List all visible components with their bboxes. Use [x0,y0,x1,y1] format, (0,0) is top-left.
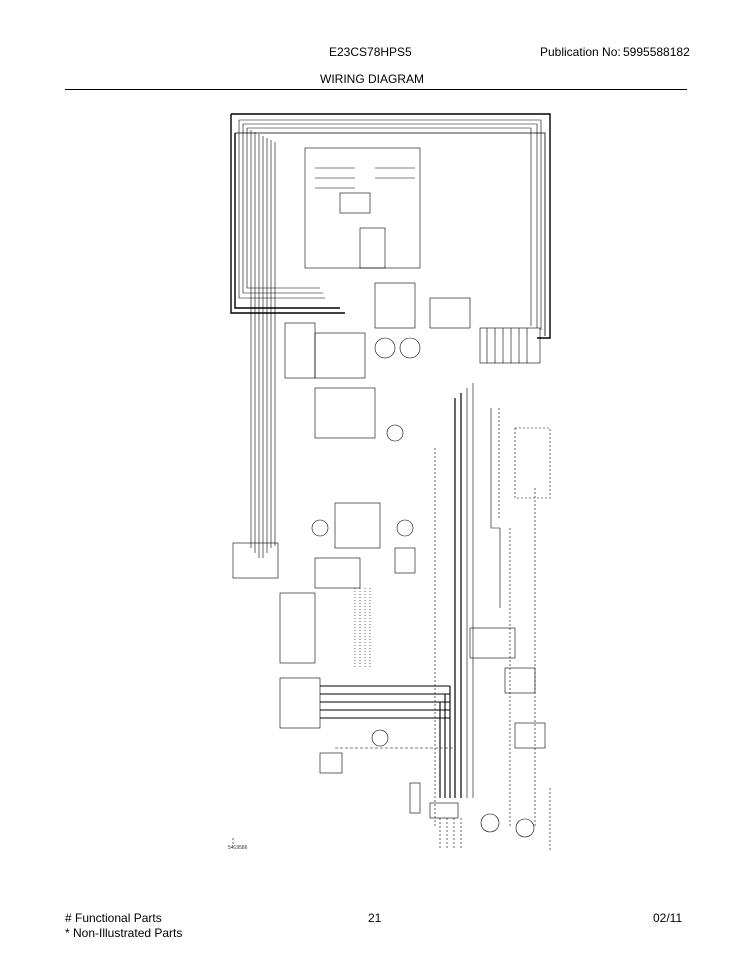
diagram-reference: 5419586 [228,845,248,851]
page-title: WIRING DIAGRAM [320,72,424,86]
legend-functional-parts: # Functional Parts [65,911,162,925]
revision-date: 02/11 [653,911,683,925]
publication-number: 5995588182 [623,45,690,59]
header-divider [65,89,687,90]
publication-label: Publication No: [540,45,621,59]
page-number: 21 [368,911,382,925]
model-number: E23CS78HPS5 [329,45,412,59]
wiring-diagram [230,113,551,850]
legend-non-illustrated-parts: * Non-Illustrated Parts [65,926,183,940]
